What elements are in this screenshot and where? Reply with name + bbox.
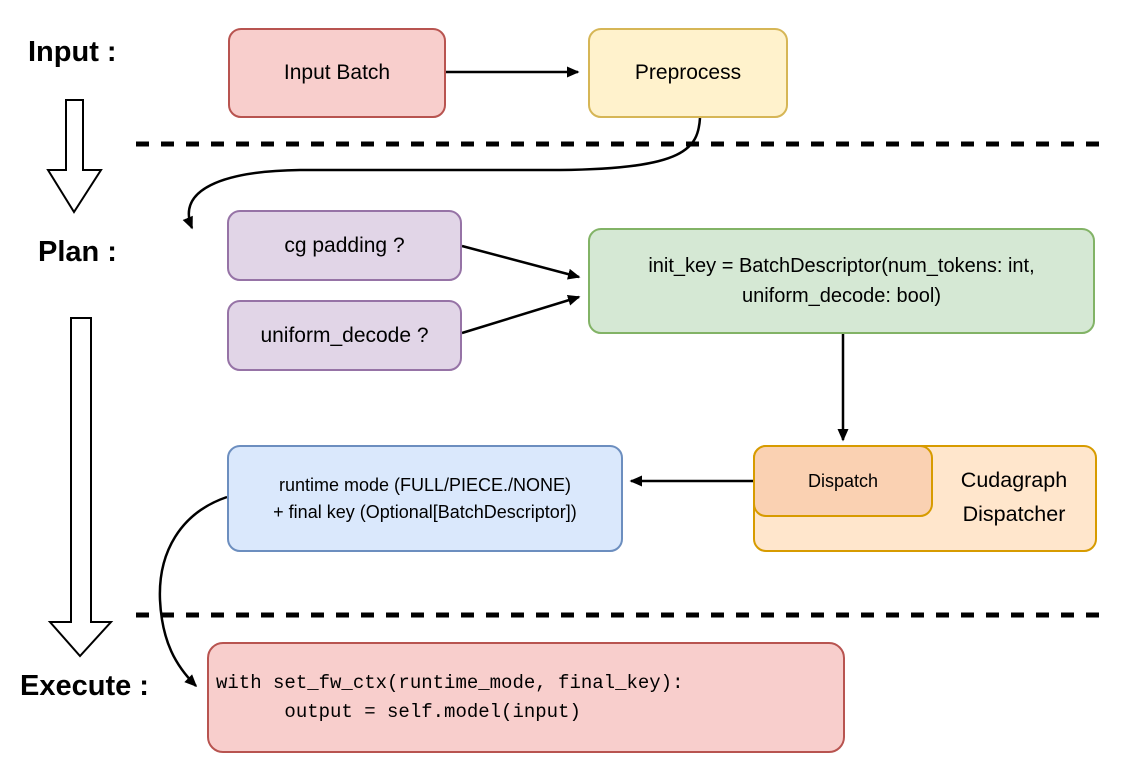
input-stage-label: Input : bbox=[28, 36, 117, 68]
execute-code-line2: output = self.model(input) bbox=[216, 700, 581, 723]
init-key-line2: uniform_decode: bool) bbox=[741, 285, 941, 307]
runtime-result-line2: + final key (Optional[BatchDescriptor]) bbox=[273, 501, 577, 522]
cudagraph-caption-line1: Cudagraph bbox=[960, 468, 1068, 492]
uniform-decode-label: uniform_decode ? bbox=[260, 323, 429, 347]
runtime-result-line1: runtime mode (FULL/PIECE./NONE) bbox=[278, 474, 572, 495]
cudagraph-caption-line2: Dispatcher bbox=[962, 502, 1066, 526]
preprocess-node: Preprocess bbox=[588, 28, 788, 118]
cg-padding-label: cg padding ? bbox=[284, 233, 405, 257]
plan-stage-label: Plan : bbox=[38, 236, 117, 268]
dispatch-label: Dispatch bbox=[807, 470, 879, 491]
input-batch-node: Input Batch bbox=[228, 28, 446, 118]
dispatch-node: Dispatch bbox=[753, 445, 933, 517]
input-stage-arrow bbox=[46, 99, 103, 214]
cudagraph-dispatcher-caption: Cudagraph Dispatcher bbox=[935, 463, 1093, 531]
arrow-runtime-executecode bbox=[158, 495, 228, 688]
arrow-preprocess-cgpadding bbox=[182, 117, 702, 230]
execute-stage-label: Execute : bbox=[20, 670, 149, 702]
arrow-cgpadding-initkey bbox=[461, 244, 581, 280]
init-key-line1: init_key = BatchDescriptor(num_tokens: i… bbox=[648, 255, 1035, 277]
execute-code-line1: with set_fw_ctx(runtime_mode, final_key)… bbox=[216, 671, 684, 694]
preprocess-label: Preprocess bbox=[634, 61, 742, 84]
plan-stage-arrow bbox=[47, 317, 114, 658]
cg-padding-node: cg padding ? bbox=[227, 210, 462, 281]
execute-code-node: with set_fw_ctx(runtime_mode, final_key)… bbox=[207, 642, 845, 753]
uniform-decode-node: uniform_decode ? bbox=[227, 300, 462, 371]
runtime-result-node: runtime mode (FULL/PIECE./NONE) + final … bbox=[227, 445, 623, 552]
input-batch-label: Input Batch bbox=[283, 61, 391, 84]
arrow-uniformdecode-initkey bbox=[461, 294, 581, 335]
init-key-node: init_key = BatchDescriptor(num_tokens: i… bbox=[588, 228, 1095, 334]
